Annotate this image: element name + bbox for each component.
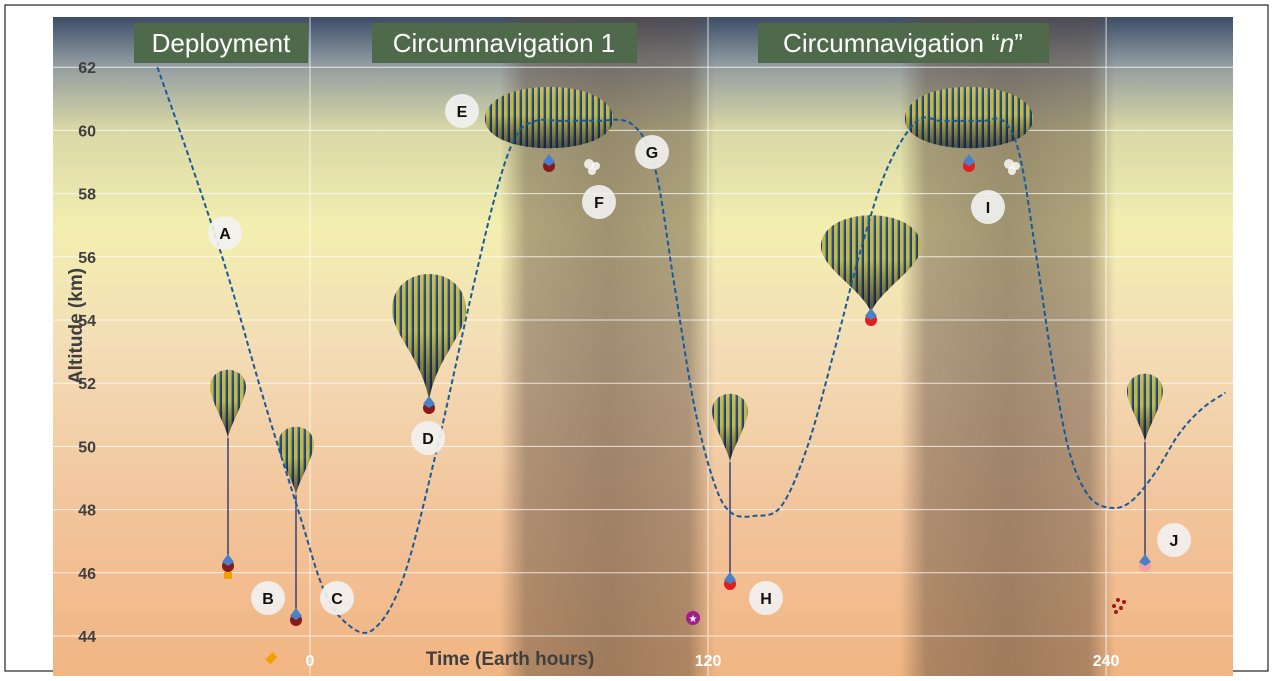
marker-c: C: [320, 581, 354, 615]
marker-label: I: [986, 200, 990, 217]
balloon-B: [278, 426, 314, 626]
phase-label-circumnavigation-1-text: Circumnavigation 1: [393, 28, 616, 58]
dropsonde-probe: [686, 611, 700, 625]
y-tick-label: 44: [78, 629, 96, 646]
gondola: [724, 572, 736, 584]
marker-label: F: [594, 195, 604, 212]
y-tick-label: 54: [78, 313, 96, 330]
marker-label: G: [646, 145, 658, 162]
y-tick-label: 46: [78, 566, 96, 583]
marker-j: J: [1157, 523, 1191, 557]
marker-circle: [582, 185, 616, 219]
marker-label: H: [760, 591, 772, 608]
gondola: [423, 396, 435, 408]
marker-circle: [411, 421, 445, 455]
y-axis-label: Altitude (km): [66, 268, 87, 384]
balloon-envelope-shade: [210, 369, 246, 438]
balloon-D: [392, 274, 466, 414]
phase-label-deployment: Deployment: [134, 23, 308, 63]
phase-label-circumnavigation-n: Circumnavigation “n”: [758, 23, 1049, 63]
marker-f: F: [582, 185, 616, 219]
axis-ticks: 62 60 58 56 54 52 50 48 46 44 0 120 240: [78, 60, 1119, 670]
marker-g: G: [635, 135, 669, 169]
phase-label-deployment-text: Deployment: [152, 28, 292, 58]
y-tick-label: 50: [78, 439, 96, 456]
marker-e: E: [445, 94, 479, 128]
balloon-H: [712, 393, 748, 590]
marker-circle: [445, 94, 479, 128]
y-tick-label: 62: [78, 60, 96, 77]
marker-label: J: [1170, 533, 1179, 550]
balloon-envelope-shade: [1127, 373, 1163, 442]
debris-particle: [1119, 606, 1123, 610]
x-tick-label: 120: [695, 653, 722, 670]
y-tick-label: 60: [78, 123, 96, 140]
gridlines: [53, 17, 1233, 676]
balloon-illustrations: ★: [210, 86, 1163, 665]
debris-particle: [1116, 598, 1120, 602]
marker-b: B: [251, 581, 285, 615]
marker-circle: [320, 581, 354, 615]
marker-label: E: [457, 104, 468, 121]
debris-particle: [1112, 604, 1116, 608]
heatshield-fragment: [265, 652, 278, 665]
marker-h: H: [749, 581, 783, 615]
marker-circle: [208, 216, 242, 250]
marker-label: B: [262, 591, 274, 608]
marker-label: D: [422, 431, 434, 448]
gondola: [290, 608, 302, 620]
balloon-I-mid: [821, 215, 921, 326]
aeroshell-fragment: [224, 572, 232, 579]
y-tick-label: 58: [78, 187, 96, 204]
x-tick-label: 240: [1093, 653, 1120, 670]
marker-i: I: [971, 190, 1005, 224]
gondola: [222, 554, 234, 566]
balloon-envelope-shade: [278, 426, 314, 495]
marker-circle: [251, 581, 285, 615]
marker-label: C: [331, 591, 343, 608]
marker-d: D: [411, 421, 445, 455]
balloon-envelope-shade: [712, 393, 748, 462]
y-tick-label: 52: [78, 376, 96, 393]
phase-label-circumnavigation-1: Circumnavigation 1: [372, 23, 637, 63]
marker-a: A: [208, 216, 242, 250]
gondola: [963, 154, 975, 166]
balloon-envelope-shade: [392, 274, 466, 400]
marker-circle: [971, 190, 1005, 224]
gondola: [1139, 554, 1151, 566]
debris-particle: [1114, 610, 1118, 614]
debris-particle: [1122, 600, 1126, 604]
altitude-trajectory-line: [156, 66, 1227, 634]
marker-circle: [749, 581, 783, 615]
star-icon: ★: [689, 614, 698, 625]
balloon-envelope-shade: [485, 86, 613, 149]
x-axis-label: Time (Earth hours): [426, 649, 595, 670]
gondola: [865, 308, 877, 320]
x-tick-label: 0: [306, 653, 315, 670]
gondola: [543, 154, 555, 166]
marker-label: A: [219, 226, 231, 243]
marker-circle: [635, 135, 669, 169]
balloon-envelope-shade: [821, 215, 921, 312]
stage-markers: A B C D E F G H I J: [208, 94, 1191, 615]
marker-circle: [1157, 523, 1191, 557]
vent-puff-icon: [584, 159, 600, 175]
y-tick-label: 56: [78, 250, 96, 267]
balloon-envelope-shade: [905, 86, 1033, 149]
vent-puff-icon: [1004, 159, 1020, 175]
balloon-I-top: [905, 86, 1033, 175]
balloon-A: [210, 369, 246, 572]
balloon-E: [485, 86, 613, 175]
phase-label-circumnavigation-n-text: Circumnavigation “n”: [783, 28, 1023, 58]
balloon-J: [1127, 373, 1163, 572]
y-tick-label: 48: [78, 503, 96, 520]
